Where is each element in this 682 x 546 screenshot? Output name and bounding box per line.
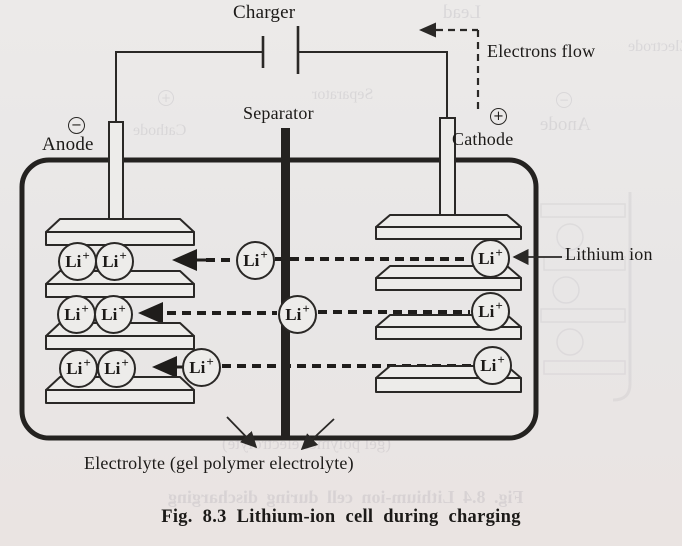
- ion-migration-paths: [167, 257, 472, 369]
- ion-charge: +: [302, 300, 310, 316]
- ghost-plus-icon: +: [158, 90, 174, 106]
- ion-migration-arrowheads: [138, 249, 197, 378]
- ion-symbol: Li: [243, 250, 260, 270]
- ion-symbol: Li: [104, 358, 121, 378]
- li-ion: Li+: [471, 239, 510, 278]
- charger-label: Charger: [233, 2, 296, 23]
- cathode-label: Cathode: [452, 129, 514, 149]
- ion-symbol: Li: [480, 355, 497, 375]
- li-ion-migrating: Li+: [236, 241, 275, 280]
- ion-charge: +: [82, 247, 90, 263]
- electrons-flow-arrowhead-icon: [419, 22, 436, 38]
- ion-charge: +: [119, 247, 127, 263]
- ion-symbol: Li: [189, 357, 206, 377]
- ion-charge: +: [206, 353, 214, 369]
- ion-symbol: Li: [478, 301, 495, 321]
- li-ion-migrating: Li+: [278, 295, 317, 334]
- ion-symbol: Li: [64, 304, 81, 324]
- ion-symbol: Li: [101, 304, 118, 324]
- ion-charge: +: [495, 244, 503, 260]
- ion-charge: +: [260, 246, 268, 262]
- ion-charge: +: [81, 300, 89, 316]
- anode-plate-stack: [45, 218, 195, 404]
- ion-symbol: Li: [285, 304, 302, 324]
- li-ion: Li+: [95, 242, 134, 281]
- ion-charge: +: [495, 297, 503, 313]
- ion-charge: +: [497, 351, 505, 367]
- ghost-diagram-shapes: [540, 192, 632, 402]
- anode-label: Anode: [42, 134, 94, 155]
- li-ion: Li+: [57, 295, 96, 334]
- li-ion: Li+: [471, 292, 510, 331]
- li-ion-migrating: Li+: [182, 348, 221, 387]
- li-ion: Li+: [473, 346, 512, 385]
- figure-caption: Fig. 8.3 Lithium-ion cell during chargin…: [161, 507, 521, 527]
- electrolyte-pointer-arrows: [226, 416, 335, 451]
- electrons-flow-arrow: [436, 28, 480, 112]
- charger-circuit-wire: [115, 51, 448, 123]
- battery-icon: [261, 26, 300, 74]
- ion-symbol: Li: [478, 248, 495, 268]
- ion-charge: +: [121, 354, 129, 370]
- electrons-flow-label: Electrons flow: [487, 41, 596, 61]
- li-ion: Li+: [59, 349, 98, 388]
- li-ion: Li+: [58, 242, 97, 281]
- ghost-minus-icon: −: [556, 92, 572, 108]
- anode-electrode-rod: [108, 121, 124, 223]
- ion-charge: +: [118, 300, 126, 316]
- cathode-plus-icon: +: [490, 108, 507, 125]
- separator-label: Separator: [243, 103, 314, 123]
- electrolyte-label: Electrolyte (gel polymer electrolyte): [84, 453, 354, 473]
- ion-symbol: Li: [65, 251, 82, 271]
- lithium-ion-label: Lithium ion: [565, 244, 653, 264]
- ion-symbol: Li: [102, 251, 119, 271]
- ion-charge: +: [83, 354, 91, 370]
- separator-bar: [281, 128, 290, 438]
- anode-minus-icon: −: [68, 117, 85, 134]
- li-ion: Li+: [97, 349, 136, 388]
- ion-symbol: Li: [66, 358, 83, 378]
- li-ion: Li+: [94, 295, 133, 334]
- cell-body: [19, 157, 539, 441]
